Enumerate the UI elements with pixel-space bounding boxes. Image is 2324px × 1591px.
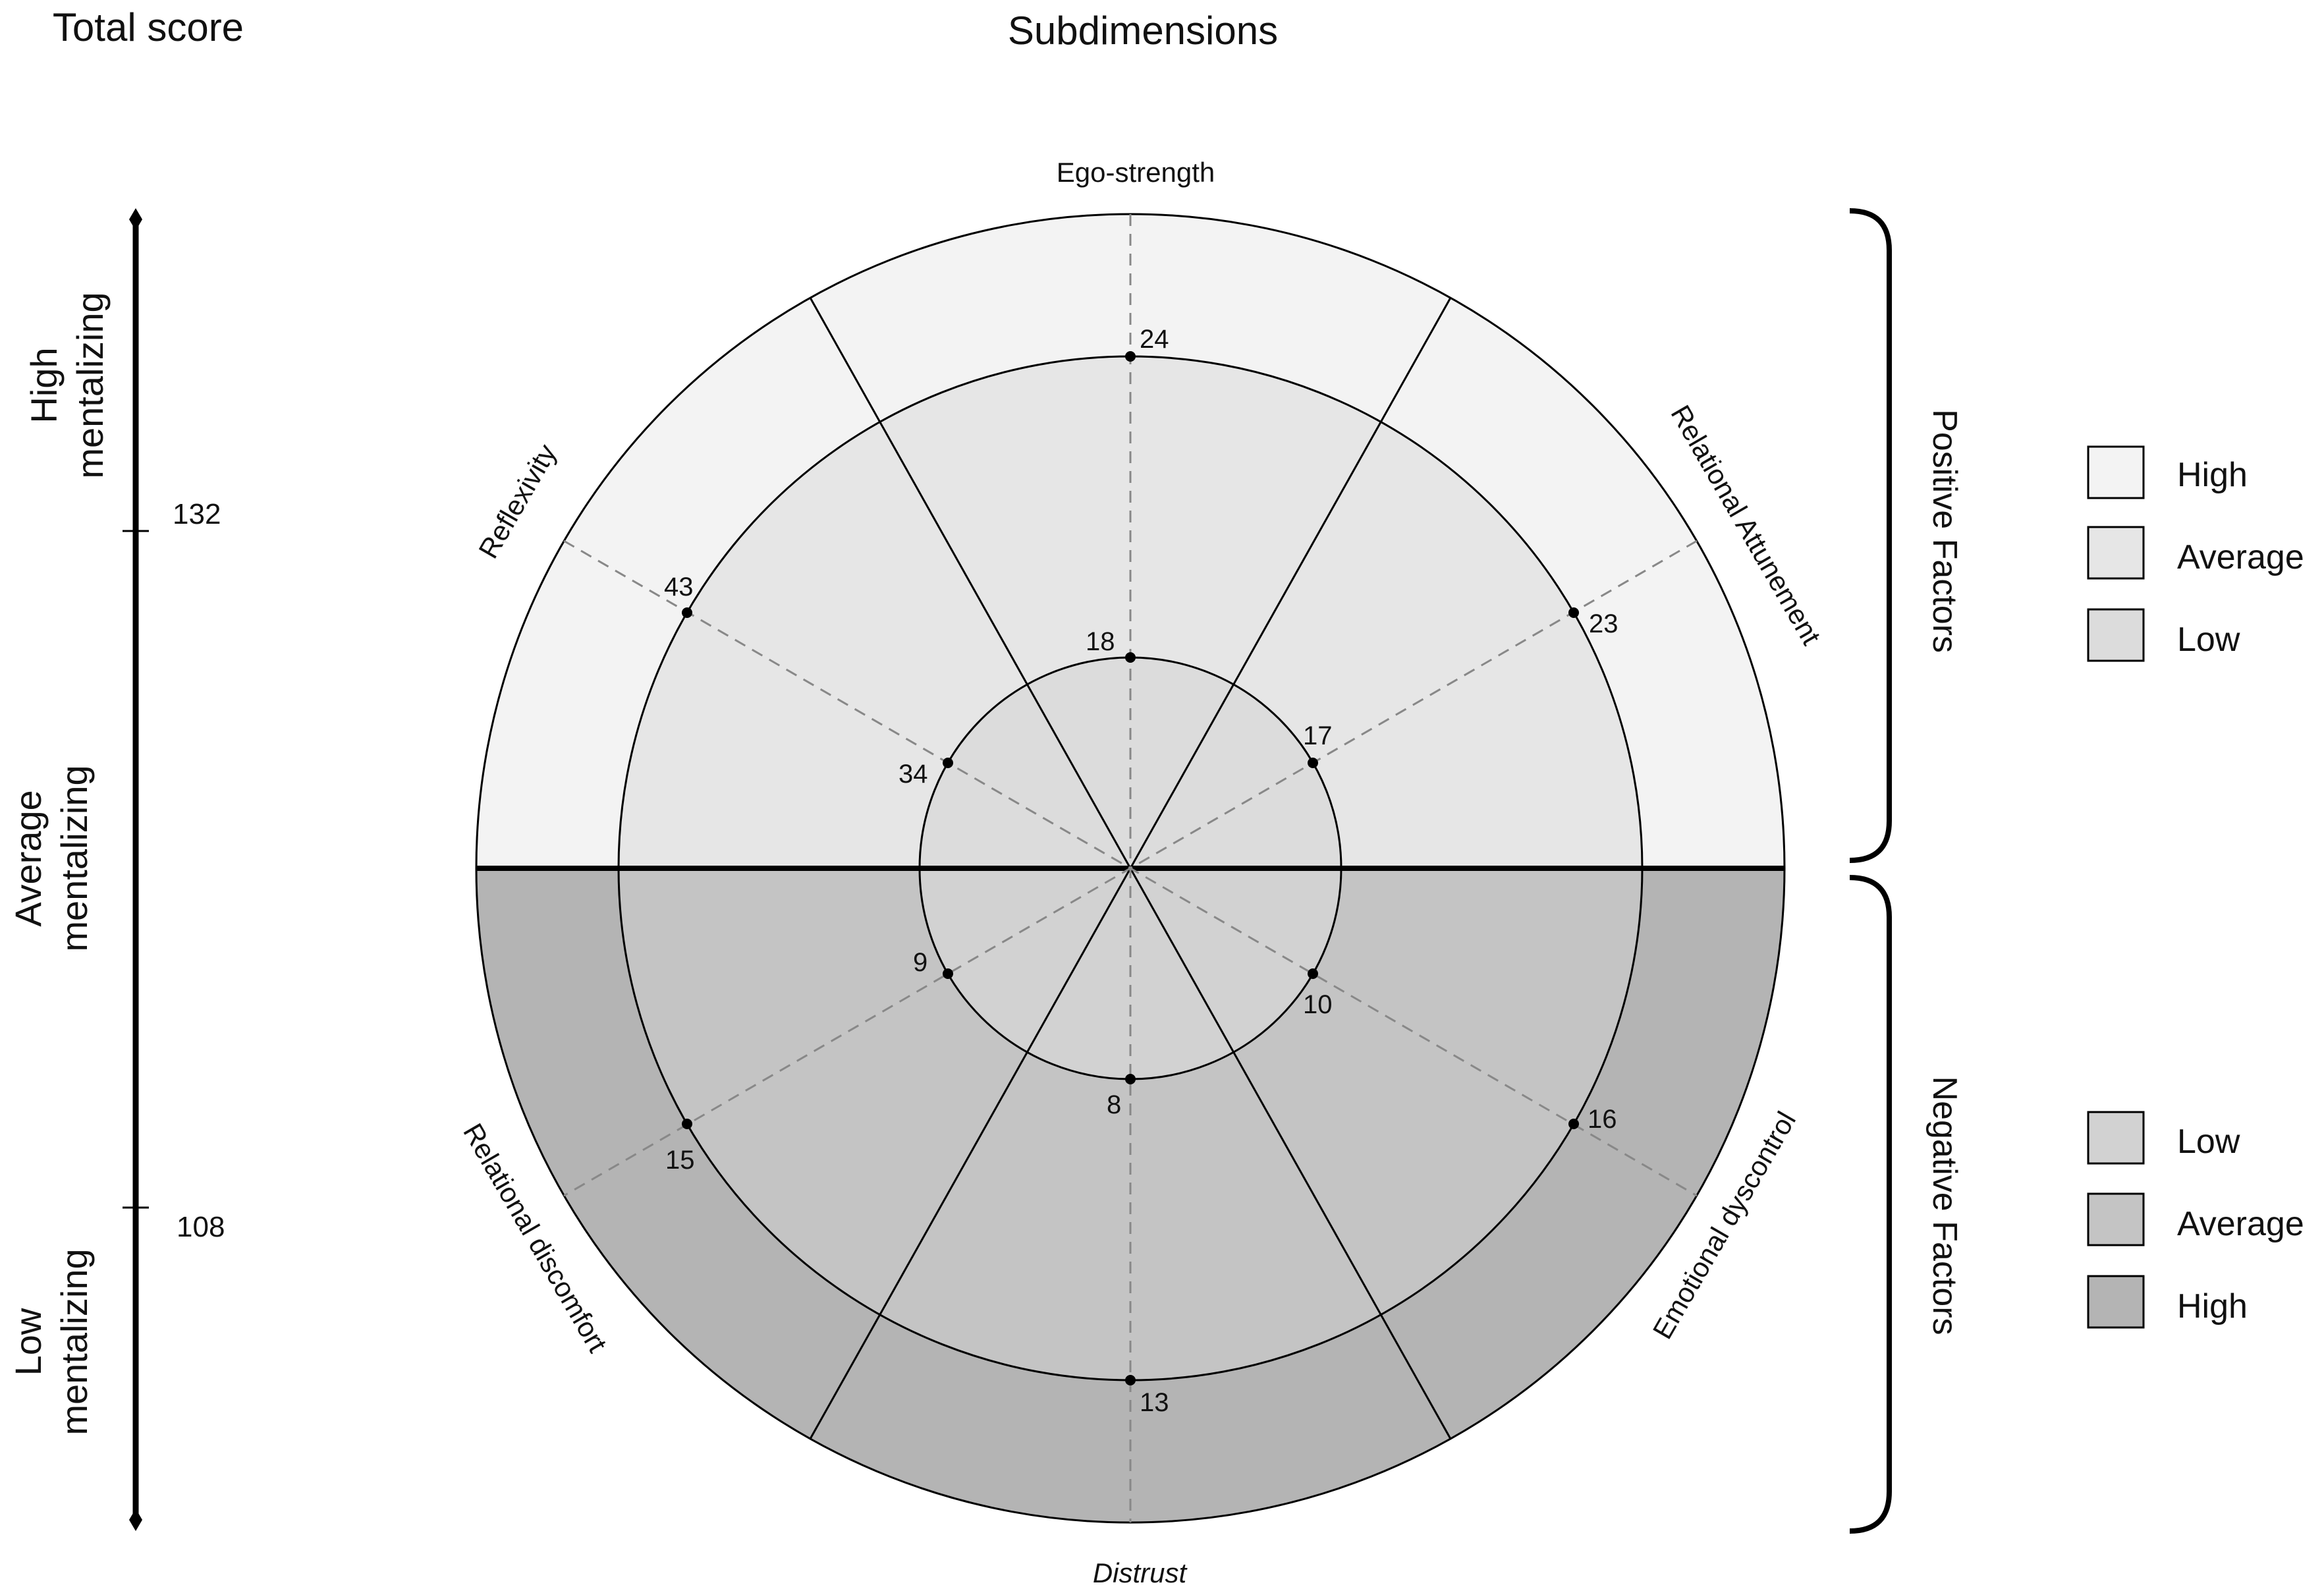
svg-text:Low: Low — [7, 1308, 49, 1376]
legend-swatch-negative-high — [2087, 1275, 2145, 1329]
legend-label-negative-low: Low — [2177, 1123, 2240, 1161]
label-ego-strength: Ego-strength — [1057, 157, 1215, 188]
legend-label-positive-high: High — [2177, 456, 2248, 494]
legend-label-positive-average: Average — [2177, 538, 2304, 576]
legend-label-positive-low: Low — [2177, 621, 2240, 659]
total-score-scale: 132 108 High mentalizing Average mentali… — [7, 208, 225, 1531]
legend-label-negative-high: High — [2177, 1287, 2248, 1326]
threshold-attunement-inner: 17 — [1303, 721, 1333, 750]
point-discomfort-outer — [682, 1119, 692, 1129]
threshold-reflexivity-outer: 43 — [664, 572, 694, 601]
average-mentalizing-label: Average mentalizing — [7, 765, 95, 951]
threshold-reflexivity-inner: 34 — [899, 760, 928, 789]
negative-factors-label: Negative Factors — [1925, 1076, 1964, 1335]
point-ego-inner — [1125, 652, 1136, 663]
total-score-header: Total score — [53, 5, 244, 49]
legend-swatch-negative-low — [2087, 1111, 2145, 1165]
svg-text:mentalizing: mentalizing — [53, 765, 95, 951]
threshold-labels: 24 18 23 17 43 34 16 10 15 9 13 8 — [664, 325, 1618, 1417]
legend-swatch-positive-high — [2087, 445, 2145, 499]
negative-bracket — [1849, 875, 1892, 1534]
threshold-ego-outer: 24 — [1140, 325, 1169, 354]
point-distrust-outer — [1125, 1375, 1136, 1385]
positive-factors-label: Positive Factors — [1925, 409, 1964, 653]
threshold-points — [682, 351, 1579, 1385]
svg-text:mentalizing: mentalizing — [69, 292, 111, 478]
point-dyscontrol-outer — [1568, 1119, 1579, 1129]
threshold-discomfort-outer: 15 — [665, 1146, 695, 1175]
threshold-dyscontrol-outer: 16 — [1588, 1105, 1617, 1134]
subdimension-axes — [563, 214, 1698, 1522]
factor-brackets — [1849, 208, 1892, 1534]
cutoff-132-label: 132 — [173, 498, 221, 530]
legend-swatch-positive-low — [2087, 608, 2145, 662]
high-mentalizing-label: High mentalizing — [23, 292, 111, 478]
scale-top-cap — [129, 208, 142, 231]
threshold-dyscontrol-inner: 10 — [1303, 990, 1333, 1019]
point-reflexivity-outer — [682, 607, 692, 618]
low-mentalizing-label: Low mentalizing — [7, 1248, 95, 1435]
legend-swatch-positive-average — [2087, 526, 2145, 580]
legend-swatch-negative-average — [2087, 1192, 2145, 1246]
point-distrust-inner — [1125, 1074, 1136, 1084]
svg-text:mentalizing: mentalizing — [53, 1248, 95, 1435]
scale-bottom-cap — [129, 1509, 142, 1531]
label-reflexivity: Reflexivity — [472, 439, 562, 563]
threshold-distrust-outer: 13 — [1140, 1388, 1169, 1417]
point-attunement-inner — [1308, 758, 1318, 768]
threshold-ego-inner: 18 — [1086, 627, 1115, 656]
legend-label-negative-average: Average — [2177, 1205, 2304, 1243]
threshold-discomfort-inner: 9 — [913, 948, 927, 977]
wheel: 24 18 23 17 43 34 16 10 15 9 13 8 Ego-st… — [457, 157, 1827, 1588]
threshold-distrust-inner: 8 — [1107, 1090, 1121, 1119]
point-ego-outer — [1125, 351, 1136, 362]
threshold-attunement-outer: 23 — [1589, 609, 1618, 638]
point-dyscontrol-inner — [1308, 968, 1318, 979]
label-distrust: Distrust — [1093, 1557, 1188, 1588]
point-reflexivity-inner — [943, 758, 953, 768]
positive-legend: High Average Low — [2087, 445, 2304, 662]
point-discomfort-inner — [943, 968, 953, 979]
cutoff-108-label: 108 — [177, 1211, 225, 1243]
axis-reflexivity-dyscontrol — [563, 540, 1698, 1197]
svg-text:Average: Average — [7, 790, 49, 927]
negative-legend: Low Average High — [2087, 1111, 2304, 1329]
svg-text:High: High — [23, 347, 65, 423]
subdimensions-header: Subdimensions — [1008, 9, 1278, 53]
point-attunement-outer — [1568, 607, 1579, 618]
positive-bracket — [1849, 208, 1892, 863]
positive-low-ring — [920, 657, 1341, 868]
